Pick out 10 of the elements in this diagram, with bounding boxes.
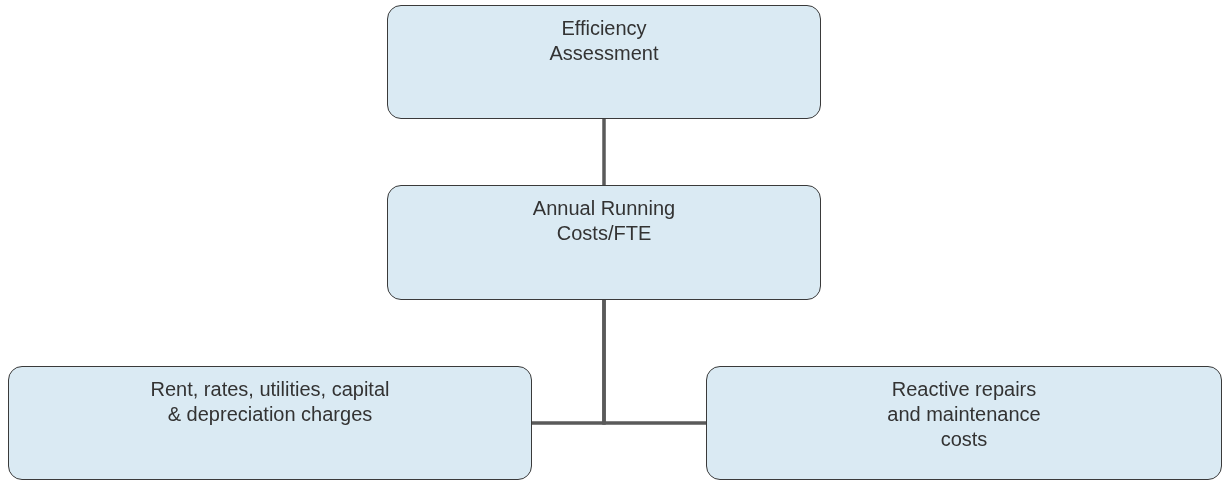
- connector-line: [602, 300, 706, 425]
- process-box: [387, 5, 821, 119]
- box-label: Efficiency Assessment: [548, 16, 660, 66]
- box-label: Rent, rates, utilities, capital & depreciation charges: [149, 377, 391, 427]
- connector-line: [602, 119, 606, 185]
- box-label: Reactive repairs and maintenance costs: [886, 377, 1042, 452]
- process-box: [8, 366, 532, 480]
- box-label: Annual Running Costs/FTE: [531, 196, 677, 246]
- process-box: [387, 185, 821, 300]
- process-box: [706, 366, 1222, 480]
